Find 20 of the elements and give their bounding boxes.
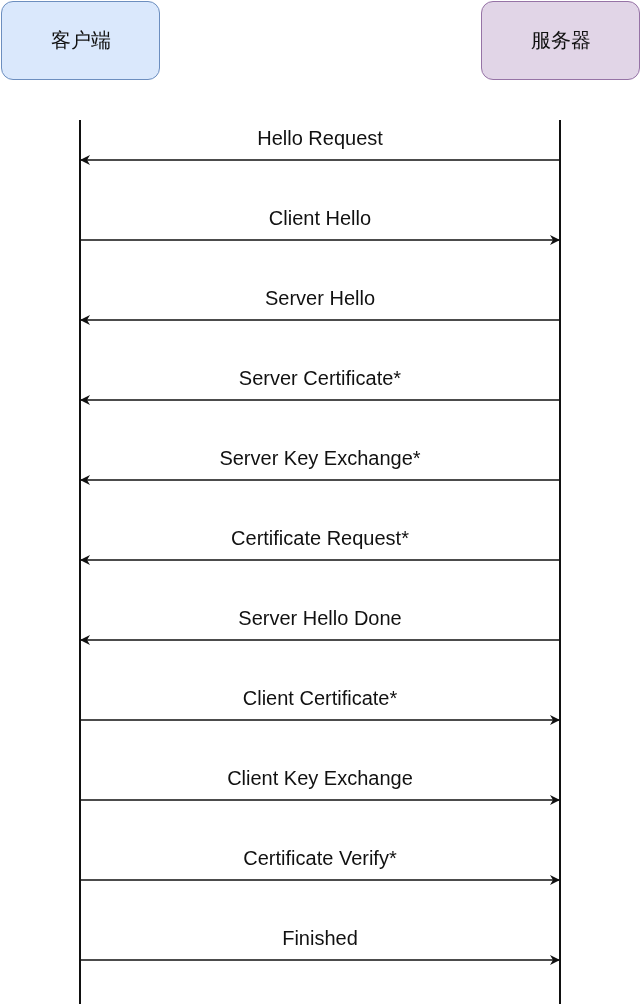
message-arrow <box>80 795 560 805</box>
message-arrow <box>80 715 560 725</box>
message-arrow <box>80 875 560 885</box>
lifeline <box>79 120 81 1004</box>
message-arrow <box>80 555 560 565</box>
edge-label: Certificate Verify* <box>241 847 399 870</box>
edge-label: Client Key Exchange <box>225 767 415 790</box>
message-arrow <box>80 475 560 485</box>
edge-label: Server Key Exchange* <box>217 447 423 470</box>
message-arrow <box>80 235 560 245</box>
edge-label: Hello Request <box>255 127 385 150</box>
message-arrow <box>80 315 560 325</box>
message-arrow <box>80 955 560 965</box>
message-arrow <box>80 395 560 405</box>
participant-box: 服务器 <box>481 1 640 80</box>
participant-box: 客户端 <box>1 1 160 80</box>
message-arrow <box>80 635 560 645</box>
lifeline <box>559 120 561 1004</box>
message-arrow <box>80 155 560 165</box>
edge-label: Certificate Request* <box>229 527 411 550</box>
